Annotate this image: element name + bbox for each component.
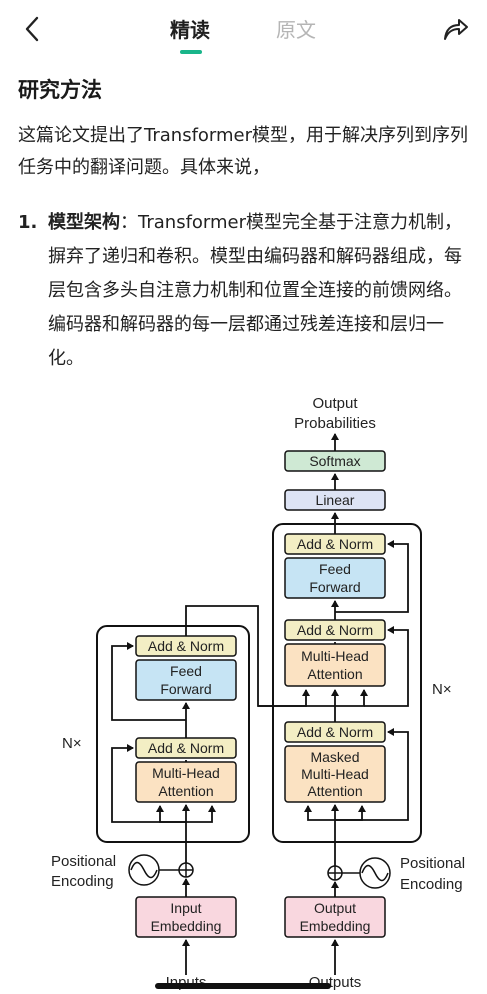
list-body: 模型架构：Transformer模型完全基于注意力机制，摒弃了递归和卷积。模型由… <box>48 206 478 376</box>
decoder-positional-encoding-label-2: Encoding <box>400 876 463 893</box>
decoder-mha-label-2: Attention <box>307 666 362 682</box>
decoder-mha-label: Multi-Head <box>301 648 369 664</box>
list-term: 模型架构 <box>48 212 120 233</box>
list-number: 1. <box>18 212 38 233</box>
tab-close-reading[interactable]: 精读 <box>170 18 210 42</box>
masked-mha-label: Masked <box>310 749 359 765</box>
section-title: 研究方法 <box>18 78 102 102</box>
encoder-mha-label-2: Attention <box>158 783 213 799</box>
linear-label: Linear <box>316 492 355 508</box>
output-embedding-label: Output <box>314 900 356 916</box>
share-icon[interactable] <box>440 14 470 44</box>
decoder-feed-forward-label: Feed <box>319 561 351 577</box>
output-embedding-label-2: Embedding <box>300 918 371 934</box>
encoder-add-norm-bottom-label: Add & Norm <box>148 740 224 756</box>
decoder-nx-label: N× <box>432 681 452 698</box>
masked-mha-label-3: Attention <box>307 783 362 799</box>
output-probabilities-label: Output <box>312 395 358 412</box>
encoder-add-norm-top-label: Add & Norm <box>148 638 224 654</box>
transformer-architecture-figure: Output Probabilities Softmax Linear Add … <box>51 395 465 991</box>
encoder-block-frame <box>96 625 250 843</box>
list-text: ：Transformer模型完全基于注意力机制，摒弃了递归和卷积。模型由编码器和… <box>48 212 463 369</box>
decoder-add-norm-middle-label: Add & Norm <box>297 622 373 638</box>
encoder-feed-forward <box>135 659 237 701</box>
decoder-add-norm-bottom-label: Add & Norm <box>297 724 373 740</box>
softmax-label: Softmax <box>309 453 360 469</box>
top-bar: 精读 原文 <box>0 0 487 62</box>
masked-multi-head-attention <box>284 745 386 803</box>
output-probabilities-label-2: Probabilities <box>294 415 376 432</box>
home-indicator <box>155 983 331 989</box>
intro-paragraph: 这篇论文提出了Transformer模型，用于解决序列到序列任务中的翻译问题。具… <box>18 125 469 178</box>
back-chevron-icon[interactable] <box>18 14 48 44</box>
decoder-positional-encoding-label: Positional <box>400 855 465 872</box>
encoder-nx-label: N× <box>62 735 82 752</box>
decoder-block-frame <box>272 523 422 843</box>
masked-mha-label-2: Multi-Head <box>301 766 369 782</box>
decoder-feed-forward-label-2: Forward <box>309 579 360 595</box>
active-tab-indicator <box>180 50 202 54</box>
input-embedding-label: Input <box>170 900 201 916</box>
input-embedding-label-2: Embedding <box>151 918 222 934</box>
encoder-positional-encoding-label: Positional <box>51 853 116 870</box>
encoder-positional-encoding-label-2: Encoding <box>51 873 114 890</box>
decoder-feed-forward <box>284 557 386 599</box>
encoder-feed-forward-label-2: Forward <box>160 681 211 697</box>
encoder-feed-forward-label: Feed <box>170 663 202 679</box>
decoder-add-norm-top-label: Add & Norm <box>297 536 373 552</box>
encoder-mha-label: Multi-Head <box>152 765 220 781</box>
tab-original-text[interactable]: 原文 <box>276 18 316 42</box>
